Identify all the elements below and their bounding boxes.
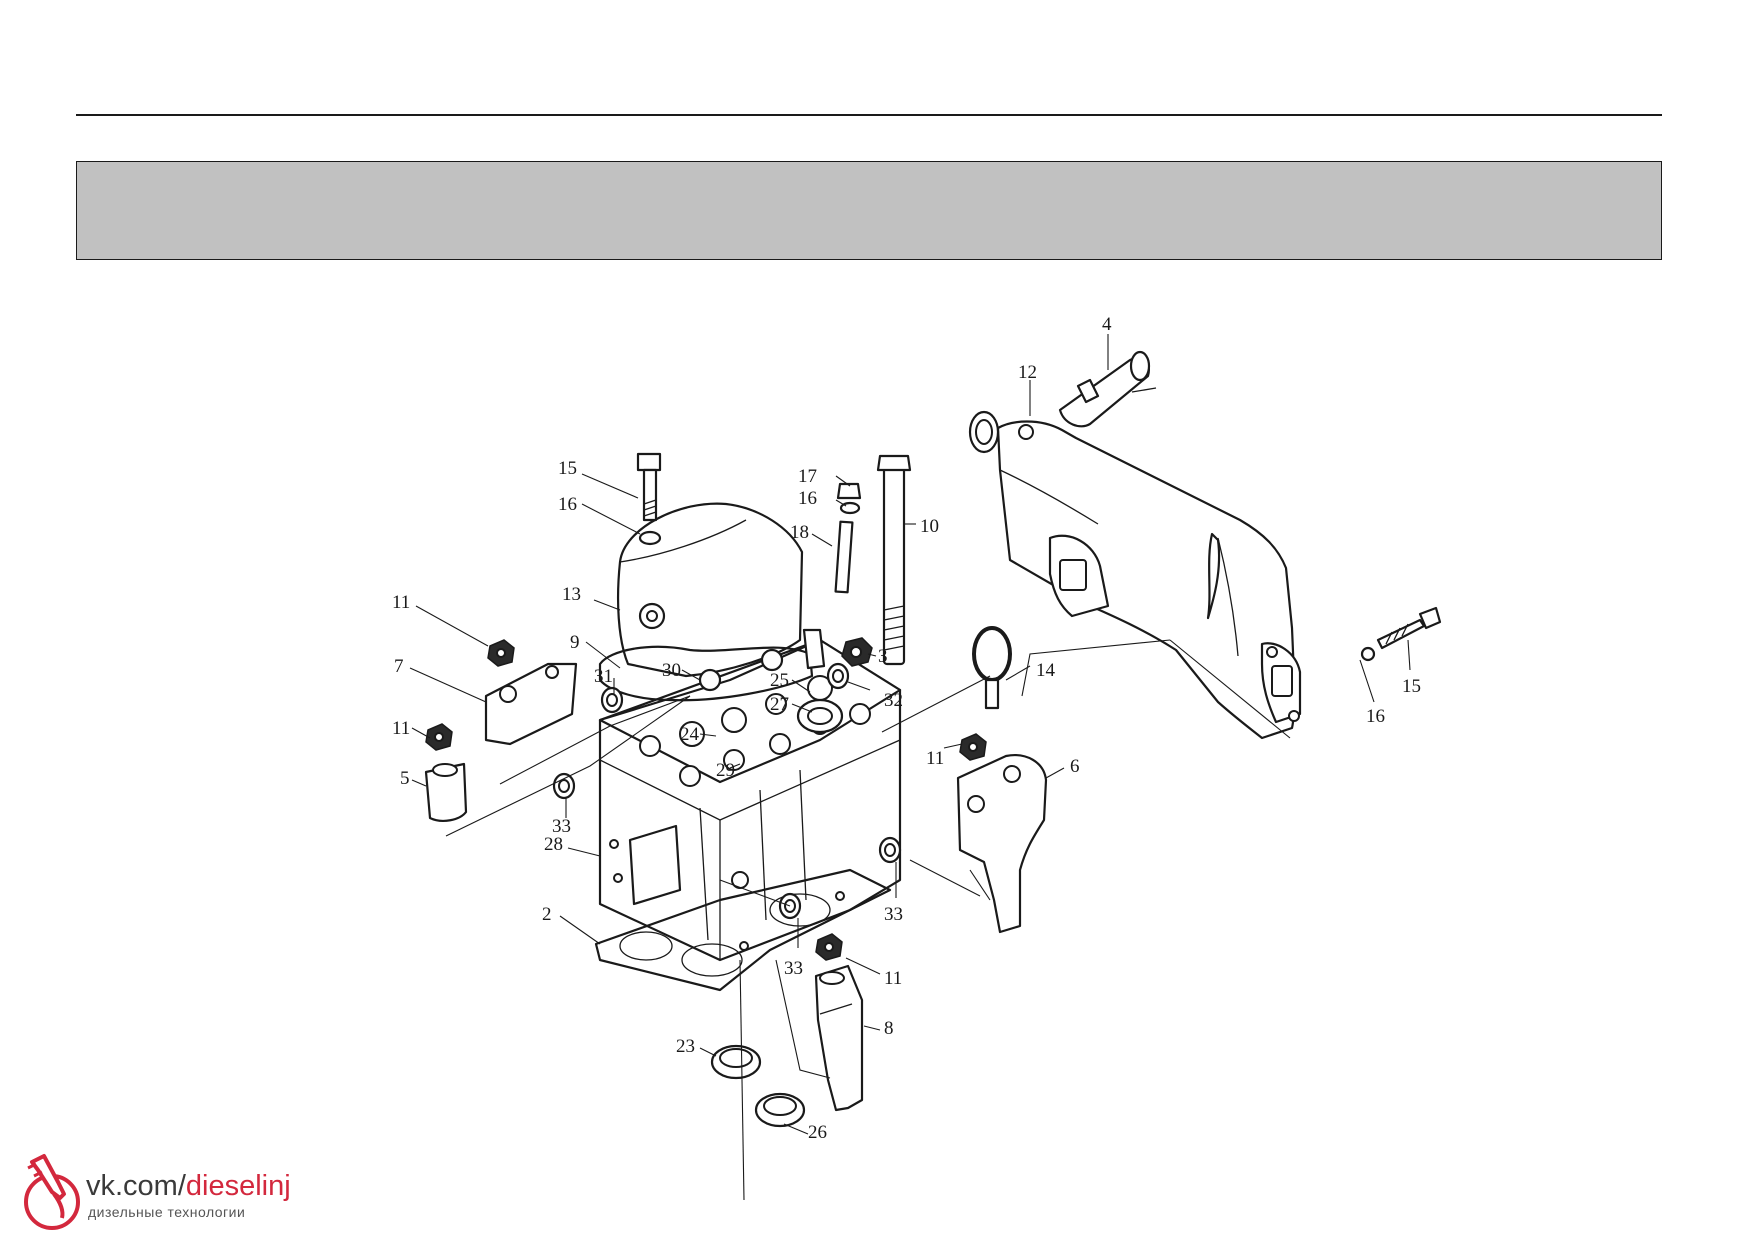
stud-assembly — [802, 482, 862, 670]
cover-gasket — [598, 645, 814, 702]
callout-label: 29 — [716, 760, 735, 781]
callout-label: 16 — [1366, 706, 1385, 727]
sensor-fitting — [1058, 350, 1157, 428]
callout-label: 4 — [1102, 314, 1112, 335]
assembly-lines — [445, 639, 1291, 1201]
callout-label: 23 — [676, 1036, 695, 1057]
nut-3 — [841, 637, 873, 667]
callout-label: 8 — [884, 1018, 894, 1039]
nut-11-right — [959, 733, 987, 761]
watermark: vk.com/dieselinj дизельные технологии — [8, 1148, 308, 1232]
callout-leaders — [409, 334, 1411, 1135]
valve-cover — [617, 502, 804, 692]
callout-label: 17 — [798, 466, 817, 487]
callout-label: 2 — [542, 904, 552, 925]
callout-label: 25 — [770, 670, 789, 691]
callout-label: 11 — [392, 718, 410, 739]
callout-label: 15 — [1402, 676, 1421, 697]
bracket-8 — [814, 964, 864, 1112]
bracket-7 — [484, 662, 578, 746]
callout-label: 33 — [784, 958, 803, 979]
callout-label: 33 — [884, 904, 903, 925]
bolt-right — [1360, 606, 1442, 662]
callout-label: 27 — [770, 694, 789, 715]
seal-ring-33-right-hole — [884, 843, 896, 857]
callout-label: 3 — [878, 646, 888, 667]
callout-label: 10 — [920, 516, 939, 537]
callout-label: 28 — [544, 834, 563, 855]
nut-11-bottom — [815, 933, 843, 961]
watermark-url-prefix: vk.com/ — [86, 1170, 186, 1202]
callout-label: 11 — [926, 748, 944, 769]
seal-ring-32-hole — [832, 669, 844, 683]
cylinder-head — [598, 638, 902, 962]
callout-label: 16 — [558, 494, 577, 515]
callout-label: 31 — [594, 666, 613, 687]
watermark-url-suffix: dieselinj — [185, 1170, 291, 1202]
bracket-6 — [956, 754, 1048, 934]
callout-label: 26 — [808, 1122, 827, 1143]
nut-11-upper — [487, 639, 515, 667]
callout-label: 32 — [884, 690, 903, 711]
head-gasket — [594, 868, 892, 992]
seal-ring-31-hole — [606, 693, 618, 707]
exhaust-manifold — [968, 410, 1302, 740]
watermark-tagline: дизельные технологии — [88, 1204, 246, 1220]
callout-label: 5 — [400, 768, 410, 789]
injector-logo-icon — [24, 1154, 80, 1230]
callout-label: 16 — [798, 488, 817, 509]
callout-label: 11 — [884, 968, 902, 989]
callout-label: 33 — [552, 816, 571, 837]
lifting-eye-14 — [972, 626, 1012, 710]
callout-labels: 4 12 15 16 17 16 10 18 13 11 9 30 3 7 31… — [392, 314, 1421, 1143]
header-band — [76, 161, 1662, 260]
cover-bolt — [636, 452, 662, 546]
callout-label: 24 — [680, 724, 700, 745]
top-rule — [76, 114, 1662, 116]
seal-26 — [754, 1092, 806, 1128]
callout-label: 11 — [392, 592, 410, 613]
callout-label: 30 — [662, 660, 681, 681]
callout-label: 14 — [1036, 660, 1056, 681]
callout-label: 7 — [394, 656, 404, 677]
nut-11-lower — [425, 723, 453, 751]
callout-label: 13 — [562, 584, 581, 605]
seal-23 — [710, 1044, 762, 1080]
spacer-5 — [424, 762, 468, 822]
head-bolt — [876, 454, 912, 666]
callout-label: 9 — [570, 632, 580, 653]
callout-label: 18 — [790, 522, 809, 543]
callout-label: 15 — [558, 458, 577, 479]
callout-label: 6 — [1070, 756, 1080, 777]
callout-label: 12 — [1018, 362, 1037, 383]
seal-ring-33-left-hole — [558, 779, 570, 793]
watermark-url: vk.com/dieselinj — [86, 1170, 291, 1202]
